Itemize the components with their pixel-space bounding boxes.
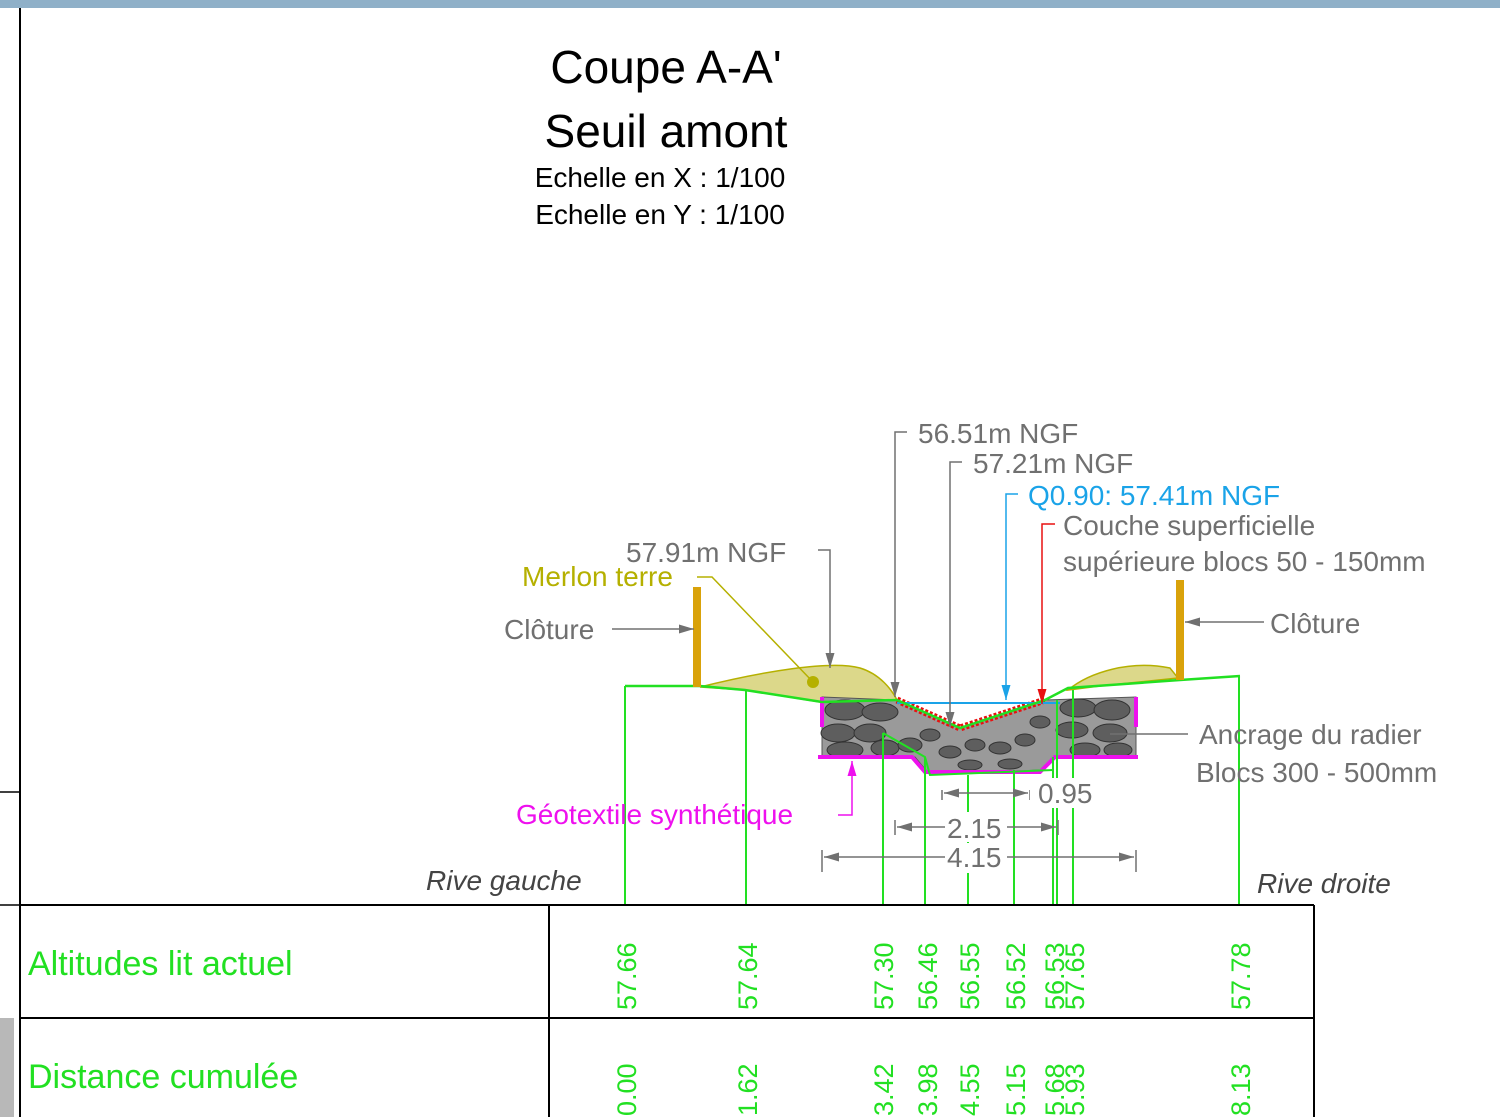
altitude-value-0: 57.66 bbox=[612, 942, 642, 1010]
ngf-5721-leader bbox=[945, 461, 962, 727]
distance-value-5: 5.15 bbox=[1001, 1063, 1031, 1116]
couche-label-line2: supérieure blocs 50 - 150mm bbox=[1063, 546, 1426, 577]
merlon-left bbox=[699, 664, 899, 703]
ngf-5651-leader bbox=[890, 431, 907, 697]
ancrage-label-line1: Ancrage du radier bbox=[1199, 719, 1422, 750]
altitude-value-6: 56.53 bbox=[1040, 942, 1070, 1010]
distance-value-6: 5.68 bbox=[1040, 1063, 1070, 1116]
altitude-value-1: 57.64 bbox=[733, 942, 763, 1010]
altitude-value-5: 56.52 bbox=[1001, 942, 1031, 1010]
title-line2: Seuil amont bbox=[545, 105, 788, 157]
scroll-stub[interactable] bbox=[0, 1018, 14, 1117]
rock-bed bbox=[820, 696, 1137, 776]
dim-415-bg bbox=[945, 843, 1007, 873]
q090-label: Q0.90: 57.41m NGF bbox=[1028, 480, 1280, 511]
altitude-value-2: 57.30 bbox=[869, 942, 899, 1010]
altitude-value-8: 57.78 bbox=[1226, 942, 1256, 1010]
altitude-value-4: 56.55 bbox=[955, 942, 985, 1010]
distance-value-7: 5.93 bbox=[1060, 1063, 1090, 1116]
merlon-right bbox=[1065, 664, 1180, 692]
fence-left bbox=[693, 587, 701, 687]
merlon-label: Merlon terre bbox=[522, 561, 673, 592]
distance-value-8: 8.13 bbox=[1226, 1063, 1256, 1116]
dim-215-bg bbox=[945, 812, 1007, 842]
window-top-strip bbox=[0, 0, 1500, 8]
data-table-grid bbox=[20, 904, 1315, 1117]
ngf-5651-label: 56.51m NGF bbox=[918, 418, 1078, 449]
altitude-values: 57.66 57.64 57.30 56.46 56.55 56.52 56.5357.65… bbox=[612, 942, 1256, 1010]
distance-value-3: 3.98 bbox=[913, 1063, 943, 1116]
couche-label-line1: Couche superficielle bbox=[1063, 510, 1315, 541]
table-row1-label: Altitudes lit actuel bbox=[28, 945, 293, 983]
cloture-right-label: Clôture bbox=[1270, 608, 1360, 639]
distance-values: 0.00 1.62 3.42 3.98 4.55 5.15 5.685.93 8.13 bbox=[612, 1063, 1256, 1116]
dim-095-bg bbox=[1030, 778, 1096, 808]
rive-droite-label: Rive droite bbox=[1257, 868, 1391, 899]
ngf-5791-label: 57.91m NGF bbox=[626, 537, 786, 568]
distance-value-0: 0.00 bbox=[612, 1063, 642, 1116]
distance-value-2: 3.42 bbox=[869, 1063, 899, 1116]
couche-leader bbox=[1037, 523, 1055, 704]
title-line1: Coupe A-A' bbox=[550, 41, 781, 93]
altitude-value-3: 56.46 bbox=[913, 942, 943, 1010]
altitude-value-7: 57.65 bbox=[1060, 942, 1090, 1010]
rive-gauche-label: Rive gauche bbox=[426, 865, 582, 896]
ground-profile-lower bbox=[882, 732, 1054, 777]
dim-095-label: 0.95 bbox=[1038, 778, 1093, 809]
dim-415-label: 4.15 bbox=[947, 842, 1002, 873]
fence-right bbox=[1176, 580, 1184, 680]
q090-leader bbox=[1001, 493, 1018, 700]
table-row2-label: Distance cumulée bbox=[28, 1058, 298, 1096]
distance-value-4: 4.55 bbox=[955, 1063, 985, 1116]
scale-y: Echelle en Y : 1/100 bbox=[535, 199, 785, 230]
geotextile-label: Géotextile synthétique bbox=[516, 799, 793, 830]
station-lines bbox=[624, 676, 1240, 905]
ancrage-label-line2: Blocs 300 - 500mm bbox=[1196, 757, 1437, 788]
merlon-leader bbox=[697, 576, 814, 683]
distance-value-1: 1.62 bbox=[733, 1063, 763, 1116]
cloture-left-label: Clôture bbox=[504, 614, 594, 645]
ngf-5721-label: 57.21m NGF bbox=[973, 448, 1133, 479]
geotextile-leader bbox=[838, 761, 857, 816]
dim-215-label: 2.15 bbox=[947, 813, 1002, 844]
scale-x: Echelle en X : 1/100 bbox=[535, 162, 786, 193]
ngf-5791-leader bbox=[818, 549, 835, 668]
